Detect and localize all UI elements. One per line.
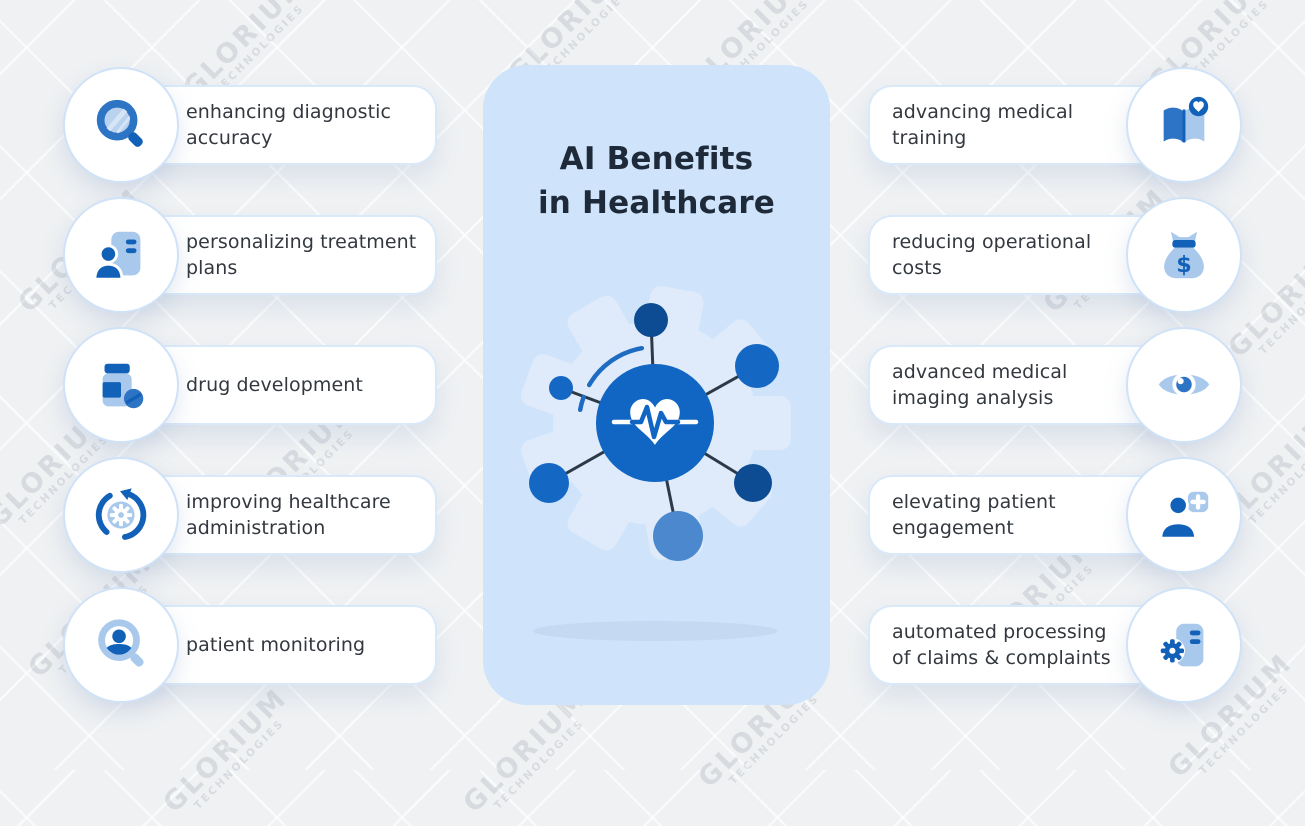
benefit-label: reducing operational costs xyxy=(892,231,1092,279)
dashed-arc xyxy=(586,345,645,388)
center-panel: AI Benefits in Healthcare xyxy=(483,65,830,705)
icon-badge xyxy=(1126,457,1242,573)
icon-badge xyxy=(63,587,179,703)
icon-badge: $ xyxy=(1126,197,1242,313)
benefit-card-patient-monitoring: patient monitoring xyxy=(63,587,437,703)
icon-badge xyxy=(1126,327,1242,443)
benefit-card-diagnostic-accuracy: enhancing diagnostic accuracy xyxy=(63,67,437,183)
title-line-1: AI Benefits xyxy=(559,141,754,177)
benefit-card-treatment-plans: personalizing treatment plans xyxy=(63,197,437,313)
ground-shadow xyxy=(533,621,777,641)
left-benefits-column: enhancing diagnostic accuracy personaliz… xyxy=(63,67,437,703)
benefit-label: drug development xyxy=(186,374,363,396)
icon-badge xyxy=(1126,587,1242,703)
benefit-card-claims-processing: automated processing of claims & complai… xyxy=(868,587,1242,703)
person-document-icon xyxy=(93,231,141,281)
book-heart-icon xyxy=(1163,96,1209,143)
pulse-line xyxy=(611,404,699,440)
dollar-sign: $ xyxy=(1176,252,1192,278)
icon-badge xyxy=(63,197,179,313)
benefit-card-patient-engagement: elevating patient engagement xyxy=(868,457,1242,573)
benefit-label: personalizing treatment plans xyxy=(186,231,417,279)
node-top xyxy=(634,303,668,337)
magnifier-icon xyxy=(96,99,143,147)
dashed-arc-short xyxy=(577,394,586,413)
node-upper-right xyxy=(735,344,779,388)
page-title: AI Benefits in Healthcare xyxy=(483,137,830,225)
benefit-label: patient monitoring xyxy=(186,634,366,656)
icon-badge xyxy=(63,327,179,443)
ai-hub-illustration xyxy=(521,286,791,641)
benefit-label: elevating patient engagement xyxy=(892,491,1056,539)
sync-gear-icon xyxy=(95,488,147,540)
node-left xyxy=(549,376,573,400)
icon-badge xyxy=(63,67,179,183)
patient-magnifier-icon xyxy=(98,619,144,667)
benefit-card-imaging-analysis: advanced medical imaging analysis xyxy=(868,327,1242,443)
benefit-card-operational-costs: $ reducing operational costs xyxy=(868,197,1242,313)
title-line-2: in Healthcare xyxy=(537,185,776,221)
node-bottom xyxy=(653,511,703,561)
icon-badge xyxy=(63,457,179,573)
gear-document-icon xyxy=(1159,623,1204,667)
benefit-label: improving healthcare administration xyxy=(186,491,391,539)
medicine-bottle-icon xyxy=(102,363,144,409)
patient-plus-icon xyxy=(1159,491,1209,540)
benefit-label: enhancing diagnostic accuracy xyxy=(186,101,392,149)
node-lower-left xyxy=(529,463,569,503)
icon-badge xyxy=(1126,67,1242,183)
benefit-card-drug-development: drug development xyxy=(63,327,437,443)
right-benefits-column: advancing medical training $ reducing op… xyxy=(868,67,1242,703)
node-lower-right xyxy=(734,464,772,502)
benefit-label: automated processing of claims & complai… xyxy=(892,621,1111,669)
money-bag-icon: $ xyxy=(1164,231,1204,279)
benefit-label: advancing medical training xyxy=(892,101,1074,149)
benefit-card-medical-training: advancing medical training xyxy=(868,67,1242,183)
heart-icon xyxy=(630,399,680,445)
benefit-label: advanced medical imaging analysis xyxy=(892,361,1068,409)
benefit-card-healthcare-administration: improving healthcare administration xyxy=(63,457,437,573)
eye-icon xyxy=(1158,372,1210,397)
